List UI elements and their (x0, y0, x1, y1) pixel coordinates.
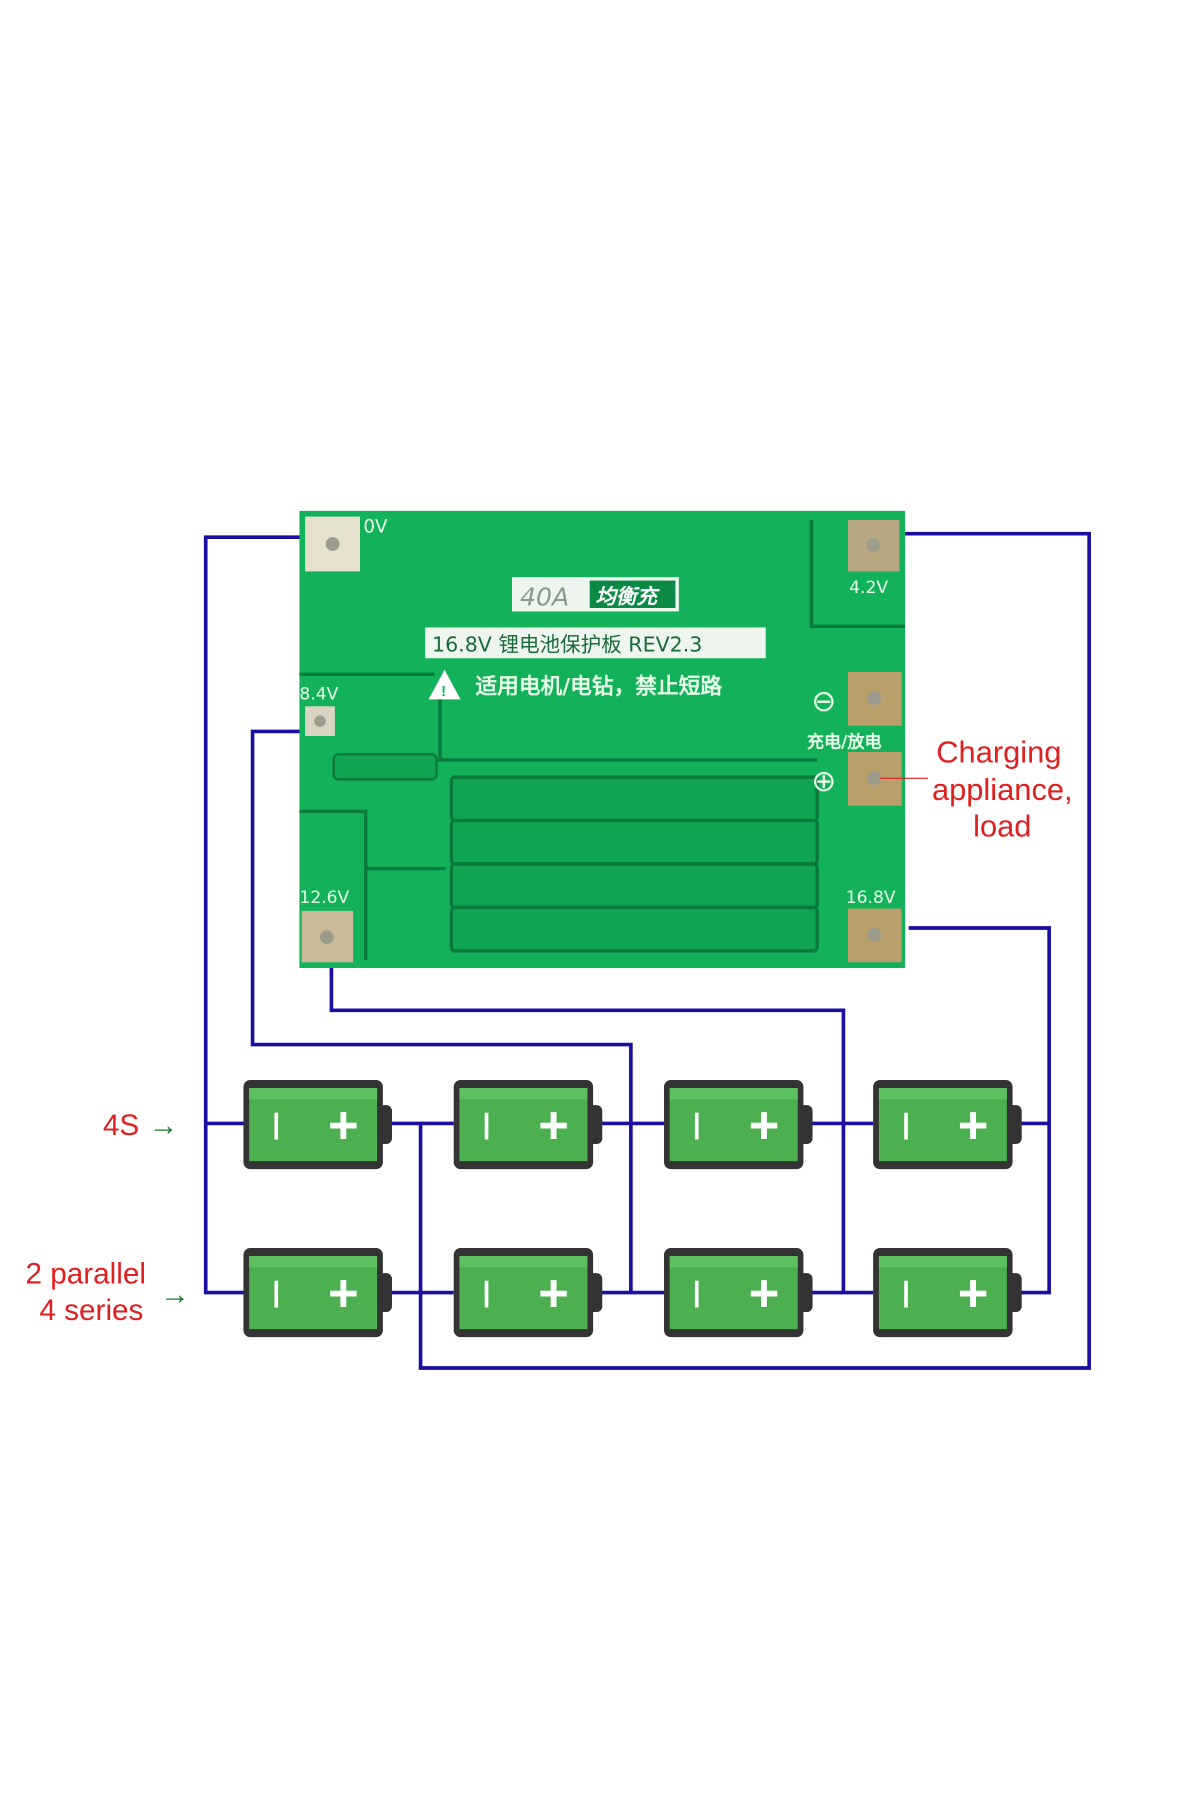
pad-label-0v: 0V (363, 517, 388, 538)
model-tag: 均衡充 (595, 584, 660, 608)
row1-label: 4S (103, 1109, 139, 1142)
row2-label-line2: 4 series (39, 1294, 143, 1327)
battery-cell: I + (664, 1080, 813, 1170)
pad-label-16-8v: 16.8V (846, 888, 896, 908)
battery-cell: I + (873, 1080, 1022, 1170)
battery-plus: + (749, 1096, 780, 1155)
battery-minus: I (691, 1273, 702, 1316)
charging-label-line3: load (973, 809, 1031, 844)
pad-label-12-6v: 12.6V (299, 888, 349, 908)
warning-icon (428, 669, 461, 700)
charging-label-line2: appliance, (932, 772, 1073, 807)
battery-cell: I + (664, 1248, 813, 1338)
wire-4-2v (418, 531, 1091, 1370)
battery-minus: I (271, 1105, 282, 1148)
row2-arrow-icon: → (160, 1278, 190, 1311)
battery-cell: I + (243, 1248, 392, 1338)
board-title: 16.8V 锂电池保护板 REV2.3 (432, 632, 702, 656)
battery-cell: I + (453, 1080, 603, 1170)
charge-discharge-label: 充电/放电 (807, 731, 882, 752)
svg-text:!: ! (441, 684, 446, 700)
row1-arrow-icon: → (149, 1109, 179, 1142)
bms-board: 0V 4.2V 8.4V 12.6V 16.8V 40A 均衡充 16.8V 锂… (299, 510, 906, 968)
battery-plus: + (958, 1096, 989, 1155)
model-current: 40A (520, 583, 569, 612)
battery-minus: I (901, 1105, 912, 1148)
battery-array: I + I + I + I + I + I + I + I + (243, 1080, 1022, 1338)
row2-label-line1: 2 parallel (25, 1257, 146, 1290)
charging-label-line1: Charging (936, 734, 1061, 769)
wire-0v (203, 535, 315, 1295)
wire-12-6v (329, 965, 846, 1293)
battery-plus: + (328, 1264, 359, 1323)
pad-label-4-2v: 4.2V (849, 578, 888, 598)
plus-symbol: ⊕ (811, 764, 836, 799)
battery-plus: + (538, 1096, 569, 1155)
battery-minus: I (691, 1105, 702, 1148)
battery-plus: + (538, 1264, 569, 1323)
battery-cell: I + (873, 1248, 1022, 1338)
wires (203, 531, 1091, 1370)
battery-plus: + (328, 1096, 359, 1155)
battery-minus: I (901, 1273, 912, 1316)
warning-text: 适用电机/电钻，禁止短路 (475, 674, 722, 700)
battery-cell: I + (243, 1080, 392, 1170)
pad-label-8-4v: 8.4V (299, 684, 338, 704)
wire-8-4v (250, 729, 633, 1293)
minus-symbol: ⊖ (811, 684, 836, 719)
battery-minus: I (271, 1273, 282, 1316)
battery-plus: + (958, 1264, 989, 1323)
battery-plus: + (749, 1264, 780, 1323)
battery-minus: I (481, 1273, 492, 1316)
battery-cell: I + (453, 1248, 603, 1338)
battery-minus: I (481, 1105, 492, 1148)
